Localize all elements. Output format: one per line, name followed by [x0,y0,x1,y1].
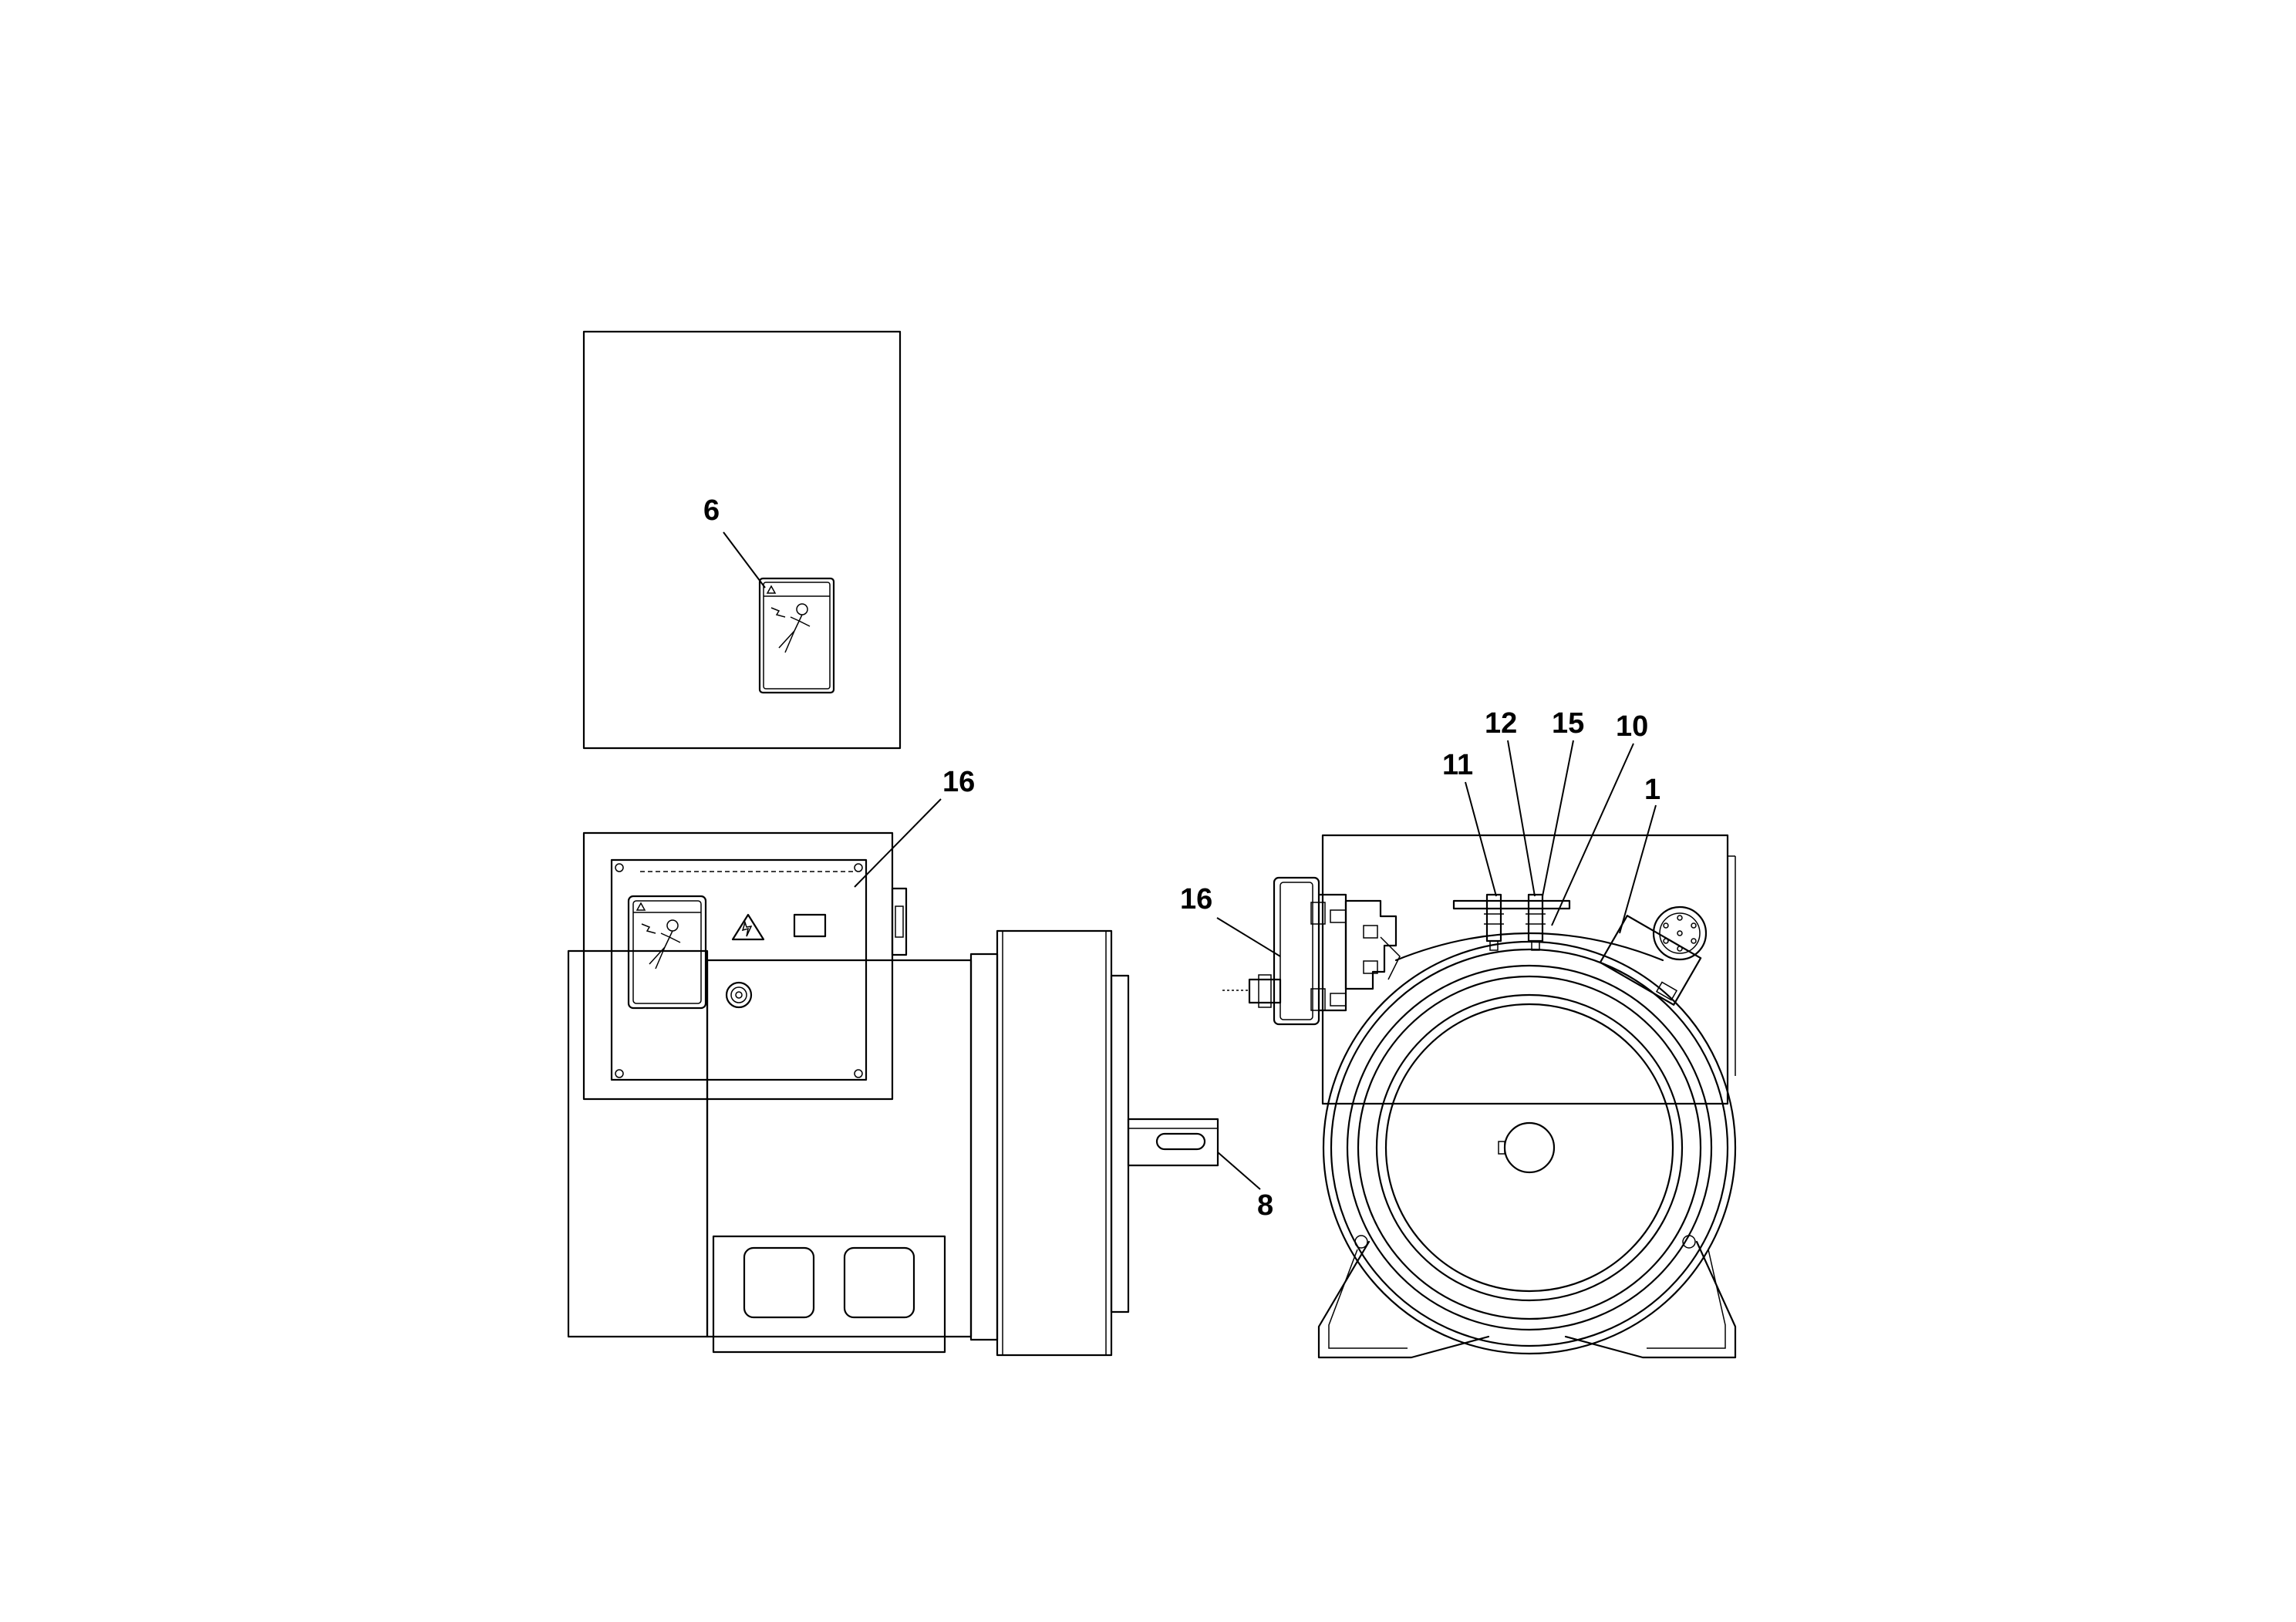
leader-16-side [1216,917,1281,957]
control-panel-decal [627,895,707,1010]
voltage-regulator [1344,899,1401,990]
cover-panel [582,330,902,750]
leader-6 [723,531,766,588]
callout-8: 8 [1257,1189,1273,1222]
callout-15: 15 [1552,707,1584,740]
connector-socket [1599,905,1708,1006]
indicator-window [793,913,827,938]
callout-11: 11 [1442,749,1473,781]
callout-10: 10 [1616,710,1648,743]
electrical-hazard-icon [731,913,765,941]
warning-decal-cover [758,577,835,694]
leader-12 [1507,740,1536,897]
generator-end-view [1317,834,1737,1359]
leader-10 [1551,743,1634,926]
callout-16-side: 16 [1180,883,1212,916]
leader-1 [1619,804,1657,934]
leader-16-front [854,798,942,888]
callout-12: 12 [1485,707,1517,740]
selector-knob [725,981,753,1009]
terminal-box-side [1222,876,1347,1026]
callout-6: 6 [703,494,720,527]
leader-11 [1465,781,1497,897]
leader-8 [1217,1152,1261,1190]
callout-1: 1 [1644,774,1660,806]
callout-16-front: 16 [942,766,975,798]
generator-front-view [567,831,1219,1357]
top-bracket-bolts [1452,893,1571,951]
leader-15 [1542,740,1574,897]
